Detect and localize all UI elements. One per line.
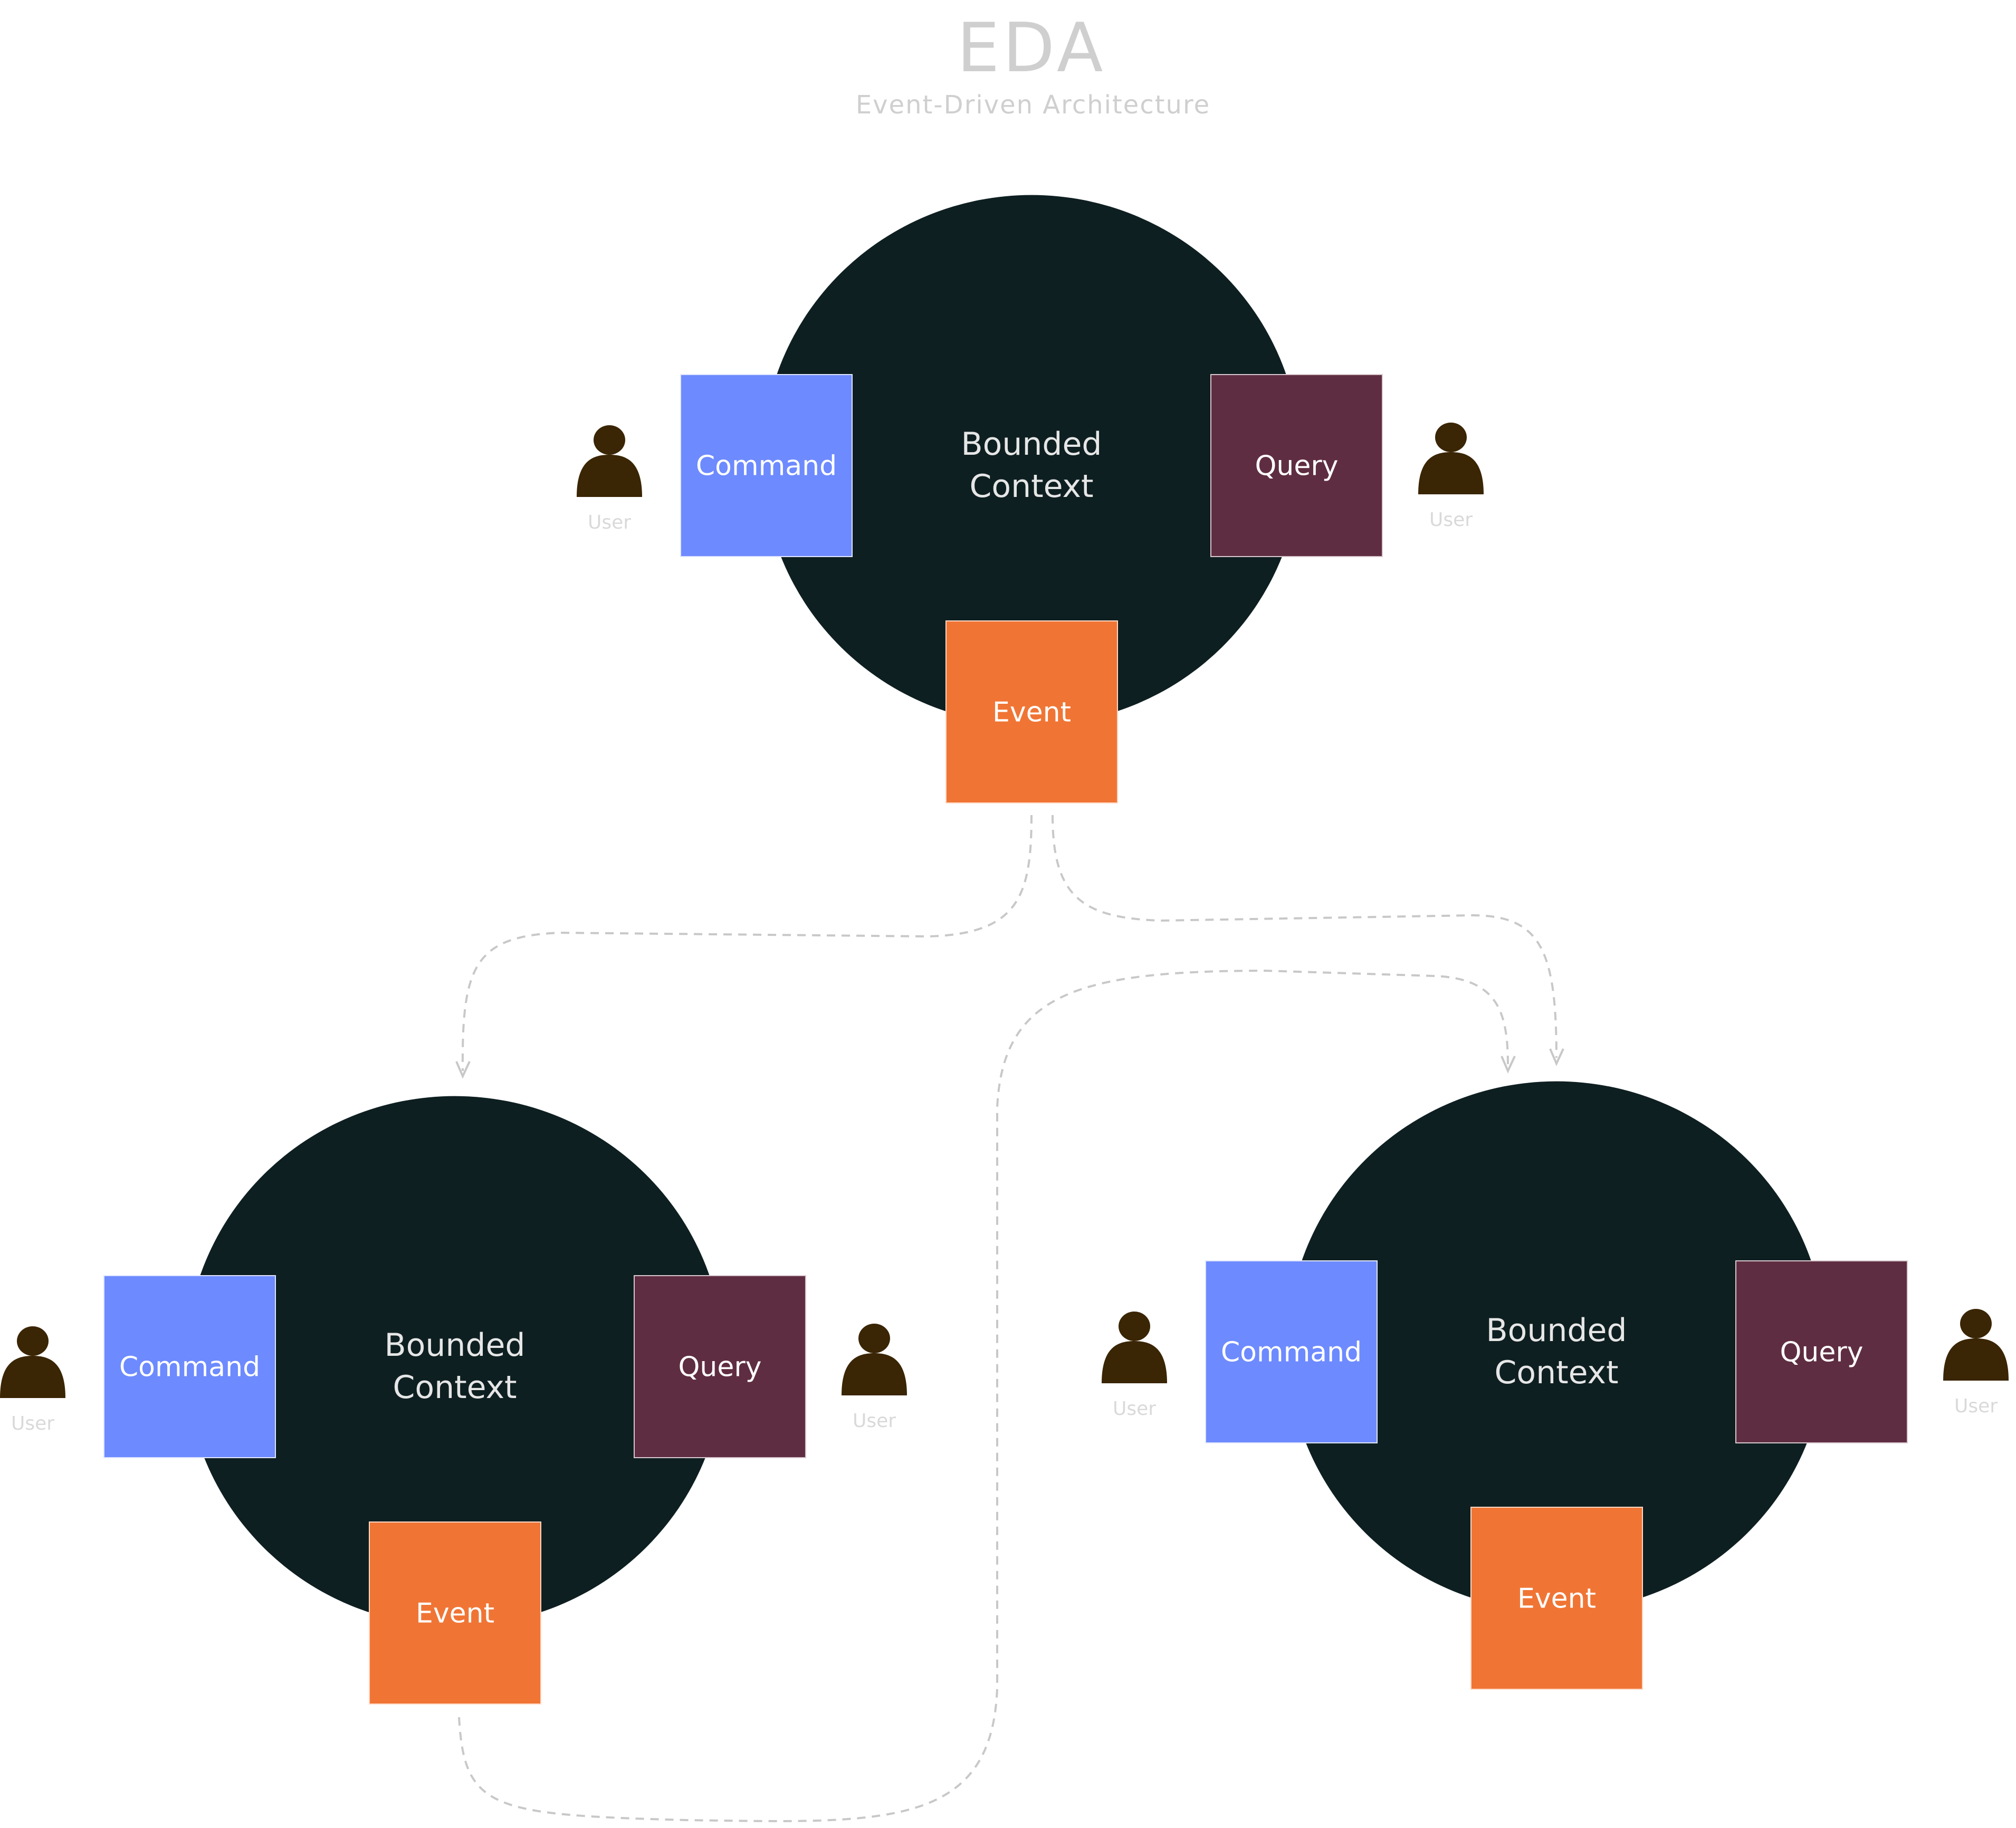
event-box[interactable] [369, 1521, 541, 1705]
command-box[interactable] [1205, 1260, 1378, 1443]
connector-event1-to-context2 [461, 815, 1033, 1071]
query-box[interactable] [1210, 374, 1383, 557]
arrow-down-icon [1549, 1048, 1564, 1066]
user-icon [1943, 1309, 2009, 1381]
query-label: Query [678, 1352, 761, 1383]
context-label: Bounded [1486, 1312, 1627, 1349]
command-box[interactable] [103, 1275, 276, 1458]
connectors [455, 815, 1564, 1822]
context-label: Bounded [961, 426, 1102, 463]
user-label: User [1113, 1398, 1156, 1420]
context-label: Context [1494, 1354, 1618, 1391]
query-box[interactable] [1735, 1260, 1908, 1443]
event-box[interactable] [945, 620, 1118, 803]
query-box[interactable] [634, 1275, 806, 1458]
command-label: Command [1221, 1337, 1362, 1368]
context-label: Bounded [384, 1327, 525, 1364]
query-label: Query [1255, 451, 1338, 482]
event-label: Event [416, 1598, 494, 1630]
command-label: Command [696, 451, 837, 482]
user-label: User [11, 1413, 54, 1434]
arrow-down-icon [1501, 1056, 1516, 1074]
command-box[interactable] [680, 374, 853, 557]
user-icon [0, 1326, 65, 1398]
user-icon [842, 1324, 907, 1395]
user-icon [577, 425, 642, 497]
user-label: User [853, 1410, 896, 1432]
context-label: Context [969, 468, 1093, 505]
arrow-down-icon [455, 1061, 471, 1079]
context-circle [1287, 1081, 1826, 1612]
user-icon [1102, 1312, 1167, 1383]
diagram-title: EDA [957, 9, 1106, 88]
context-circle [762, 195, 1301, 725]
event-label: Event [992, 697, 1071, 729]
context-label: Context [393, 1369, 517, 1406]
diagram-subtitle: Event-Driven Architecture [856, 90, 1210, 120]
user-label: User [1429, 509, 1473, 531]
connector-event1-to-context3 [1052, 815, 1558, 1058]
event-label: Event [1517, 1583, 1596, 1615]
user-label: User [1954, 1395, 1998, 1417]
query-label: Query [1780, 1337, 1863, 1368]
command-label: Command [119, 1352, 260, 1383]
context-circle [186, 1096, 724, 1626]
user-icon [1418, 423, 1484, 494]
connector-event2-to-context3 [458, 969, 1509, 1822]
event-box[interactable] [1470, 1507, 1643, 1690]
user-label: User [588, 512, 631, 533]
